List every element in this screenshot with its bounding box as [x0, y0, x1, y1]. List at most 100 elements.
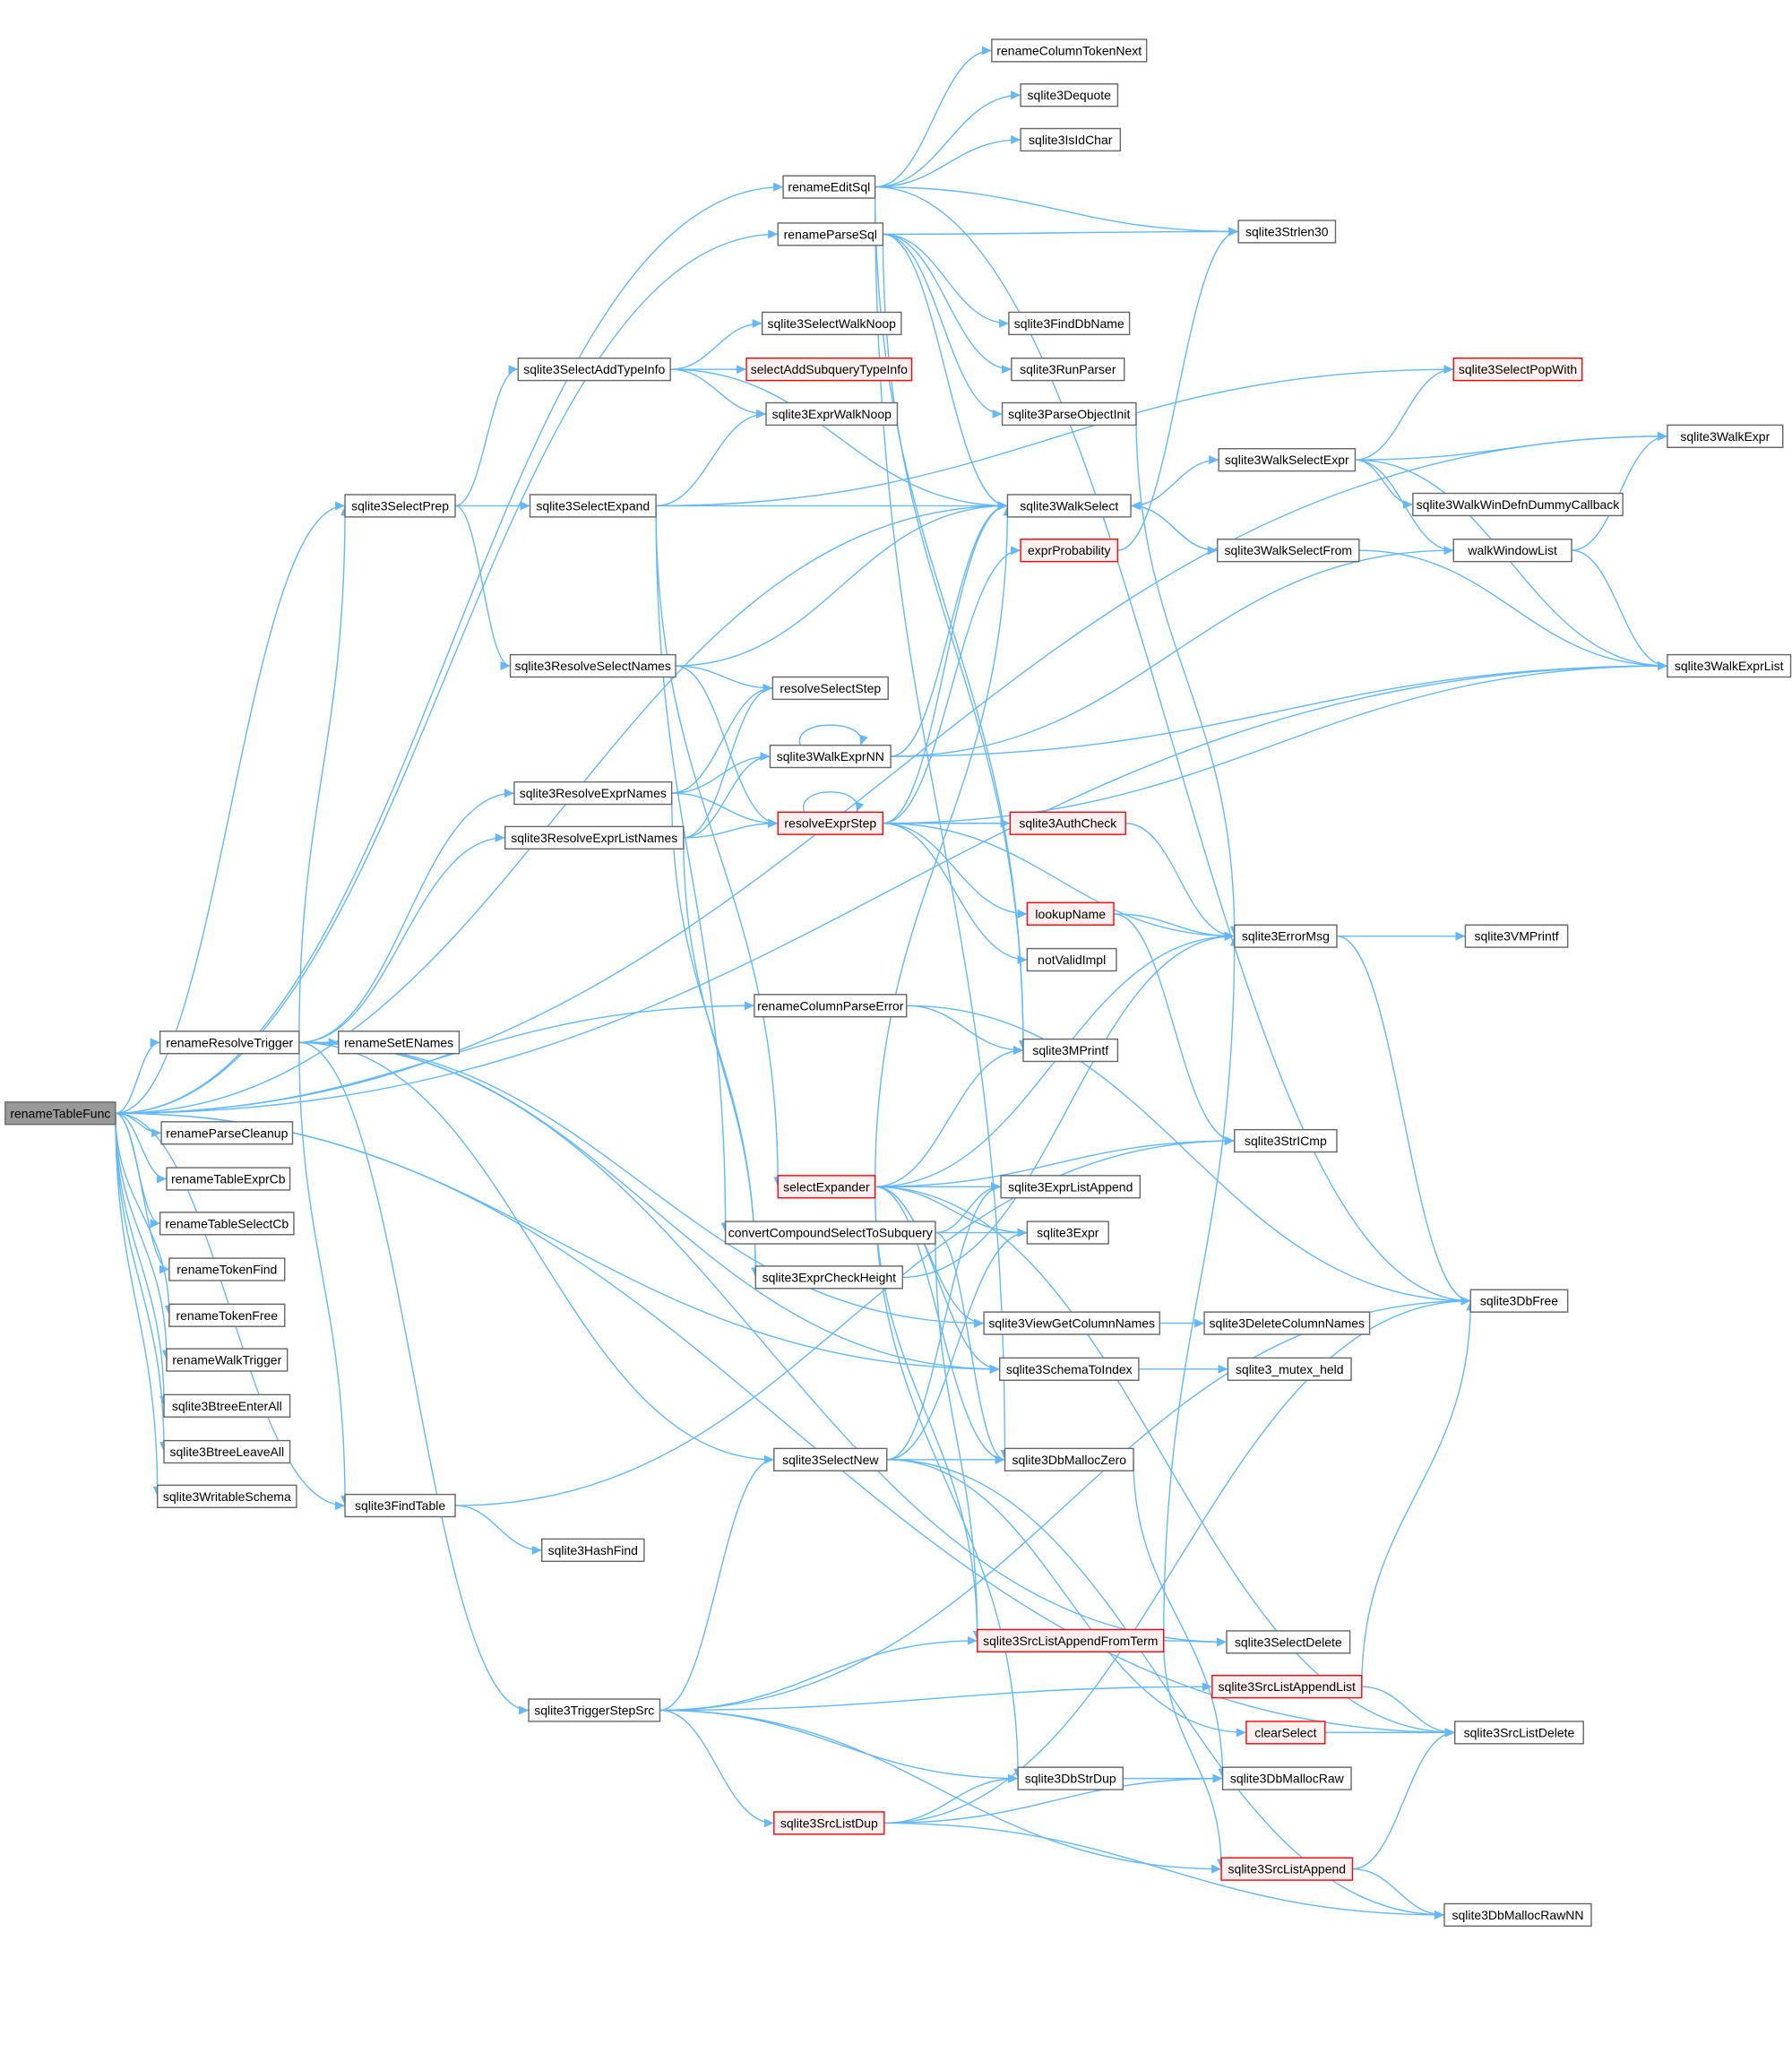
node-sqlite3WalkExprNN[interactable]: sqlite3WalkExprNN — [769, 744, 892, 769]
node-box[interactable] — [1026, 947, 1117, 972]
node-lookupName[interactable]: lookupName — [1026, 901, 1115, 926]
node-box[interactable] — [761, 311, 902, 336]
node-box[interactable] — [998, 1357, 1140, 1381]
node-box[interactable] — [765, 401, 899, 427]
node-box[interactable] — [1211, 1674, 1363, 1699]
node-sqlite3WalkWinDefnDummyCallback[interactable]: sqlite3WalkWinDefnDummyCallback — [1412, 492, 1624, 517]
node-box[interactable] — [338, 1031, 461, 1055]
node-sqlite3SrcListAppendList[interactable]: sqlite3SrcListAppendList — [1211, 1674, 1363, 1699]
node-box[interactable] — [991, 39, 1148, 63]
node-box[interactable] — [1237, 220, 1337, 244]
node-sqlite3SelectPopWith[interactable]: sqlite3SelectPopWith — [1452, 358, 1583, 382]
node-renameParseSql[interactable]: renameParseSql — [777, 222, 884, 246]
node-box[interactable] — [344, 1493, 456, 1518]
node-sqlite3DbMallocZero[interactable]: sqlite3DbMallocZero — [1004, 1447, 1134, 1471]
node-box[interactable] — [168, 1303, 286, 1327]
node-box[interactable] — [166, 1167, 291, 1191]
node-box[interactable] — [1218, 448, 1357, 472]
node-box[interactable] — [782, 175, 876, 199]
node-renameWalkTrigger[interactable]: renameWalkTrigger — [166, 1348, 289, 1372]
node-sqlite3DbMallocRaw[interactable]: sqlite3DbMallocRaw — [1221, 1766, 1352, 1790]
node-renameEditSql[interactable]: renameEditSql — [782, 175, 876, 199]
node-sqlite3SelectAddTypeInfo[interactable]: sqlite3SelectAddTypeInfo — [517, 358, 671, 382]
node-box[interactable] — [160, 1121, 294, 1145]
node-sqlite3DbStrDup[interactable]: sqlite3DbStrDup — [1017, 1766, 1124, 1790]
node-sqlite3RunParser[interactable]: sqlite3RunParser — [1011, 358, 1125, 382]
node-box[interactable] — [777, 811, 884, 835]
node-sqlite3FindTable[interactable]: sqlite3FindTable — [344, 1493, 456, 1518]
node-box[interactable] — [509, 653, 676, 678]
node-box[interactable] — [1226, 1630, 1351, 1654]
node-exprProbability[interactable]: exprProbability — [1020, 539, 1119, 563]
node-sqlite3WalkExprList[interactable]: sqlite3WalkExprList — [1667, 653, 1792, 678]
node-sqlite3AuthCheck[interactable]: sqlite3AuthCheck — [1009, 811, 1126, 835]
node-renameParseCleanup[interactable]: renameParseCleanup — [160, 1121, 294, 1145]
node-box[interactable] — [1020, 539, 1119, 563]
node-sqlite3MPrintf[interactable]: sqlite3MPrintf — [1022, 1038, 1119, 1063]
node-sqlite3ResolveExprNames[interactable]: sqlite3ResolveExprNames — [513, 781, 673, 806]
node-box[interactable] — [1464, 924, 1569, 948]
node-sqlite3HashFind[interactable]: sqlite3HashFind — [540, 1538, 645, 1563]
node-renameColumnTokenNext[interactable]: renameColumnTokenNext — [991, 39, 1148, 63]
node-box[interactable] — [1667, 424, 1784, 448]
node-box[interactable] — [773, 1447, 888, 1471]
node-resolveSelectStep[interactable]: resolveSelectStep — [771, 676, 889, 701]
node-sqlite3ResolveSelectNames[interactable]: sqlite3ResolveSelectNames — [509, 653, 676, 678]
node-sqlite3WalkSelect[interactable]: sqlite3WalkSelect — [1006, 494, 1132, 518]
node-box[interactable] — [1022, 1038, 1119, 1063]
node-sqlite3BtreeEnterAll[interactable]: sqlite3BtreeEnterAll — [163, 1393, 291, 1418]
node-renameSetENames[interactable]: renameSetENames — [338, 1031, 461, 1055]
node-renameTokenFind[interactable]: renameTokenFind — [168, 1257, 286, 1281]
node-box[interactable] — [1443, 1902, 1592, 1928]
node-box[interactable] — [1004, 1447, 1134, 1471]
node-sqlite3SelectExpand[interactable]: sqlite3SelectExpand — [529, 494, 657, 518]
node-box[interactable] — [724, 1221, 936, 1245]
node-renameTableFunc[interactable]: renameTableFunc — [4, 1101, 116, 1126]
node-sqlite3SchemaToIndex[interactable]: sqlite3SchemaToIndex — [998, 1357, 1140, 1381]
node-renameResolveTrigger[interactable]: renameResolveTrigger — [159, 1031, 300, 1055]
node-box[interactable] — [1020, 83, 1119, 108]
node-box[interactable] — [529, 494, 657, 518]
node-sqlite3SrcListDelete[interactable]: sqlite3SrcListDelete — [1454, 1721, 1584, 1745]
node-box[interactable] — [1667, 653, 1792, 678]
node-sqlite3SrcListDup[interactable]: sqlite3SrcListDup — [773, 1811, 885, 1835]
node-box[interactable] — [540, 1538, 645, 1563]
node-box[interactable] — [745, 358, 913, 382]
node-resolveExprStep[interactable]: resolveExprStep — [777, 811, 884, 835]
node-convertCompoundSelectToSubquery[interactable]: convertCompoundSelectToSubquery — [724, 1221, 936, 1245]
node-box[interactable] — [4, 1101, 116, 1126]
node-box[interactable] — [168, 1257, 286, 1281]
node-box[interactable] — [1203, 1311, 1371, 1335]
node-box[interactable] — [1227, 1357, 1352, 1381]
node-sqlite3SelectNew[interactable]: sqlite3SelectNew — [773, 1447, 888, 1471]
node-box[interactable] — [1469, 1289, 1569, 1313]
node-sqlite3ViewGetColumnNames[interactable]: sqlite3ViewGetColumnNames — [983, 1311, 1160, 1335]
node-box[interactable] — [159, 1031, 300, 1055]
node-sqlite3FindDbName[interactable]: sqlite3FindDbName — [1008, 311, 1131, 336]
node-box[interactable] — [163, 1439, 291, 1464]
node-box[interactable] — [1026, 901, 1115, 926]
node-renameTableExprCb[interactable]: renameTableExprCb — [166, 1167, 291, 1191]
node-notValidImpl[interactable]: notValidImpl — [1026, 947, 1117, 972]
node-sqlite3SrcListAppendFromTerm[interactable]: sqlite3SrcListAppendFromTerm — [977, 1628, 1165, 1653]
node-sqlite3WalkSelectFrom[interactable]: sqlite3WalkSelectFrom — [1217, 539, 1360, 563]
node-box[interactable] — [1234, 1128, 1338, 1153]
node-box[interactable] — [1220, 1857, 1354, 1881]
node-box[interactable] — [1011, 358, 1125, 382]
node-sqlite3TriggerStepSrc[interactable]: sqlite3TriggerStepSrc — [528, 1698, 661, 1722]
node-box[interactable] — [977, 1628, 1165, 1653]
node-sqlite3StrICmp[interactable]: sqlite3StrICmp — [1234, 1128, 1338, 1153]
node-box[interactable] — [1008, 311, 1131, 336]
node-box[interactable] — [1026, 1221, 1109, 1245]
node-sqlite3Expr[interactable]: sqlite3Expr — [1026, 1221, 1109, 1245]
node-selectAddSubqueryTypeInfo[interactable]: selectAddSubqueryTypeInfo — [745, 358, 913, 382]
node-sqlite3DbFree[interactable]: sqlite3DbFree — [1469, 1289, 1569, 1313]
node-box[interactable] — [1245, 1721, 1326, 1745]
node-renameTableSelectCb[interactable]: renameTableSelectCb — [159, 1212, 295, 1236]
node-box[interactable] — [1217, 539, 1360, 563]
node-box[interactable] — [754, 994, 908, 1018]
node-box[interactable] — [777, 222, 884, 246]
node-box[interactable] — [771, 676, 889, 701]
node-sqlite3ExprCheckHeight[interactable]: sqlite3ExprCheckHeight — [754, 1265, 904, 1290]
node-sqlite3WalkSelectExpr[interactable]: sqlite3WalkSelectExpr — [1218, 448, 1357, 472]
